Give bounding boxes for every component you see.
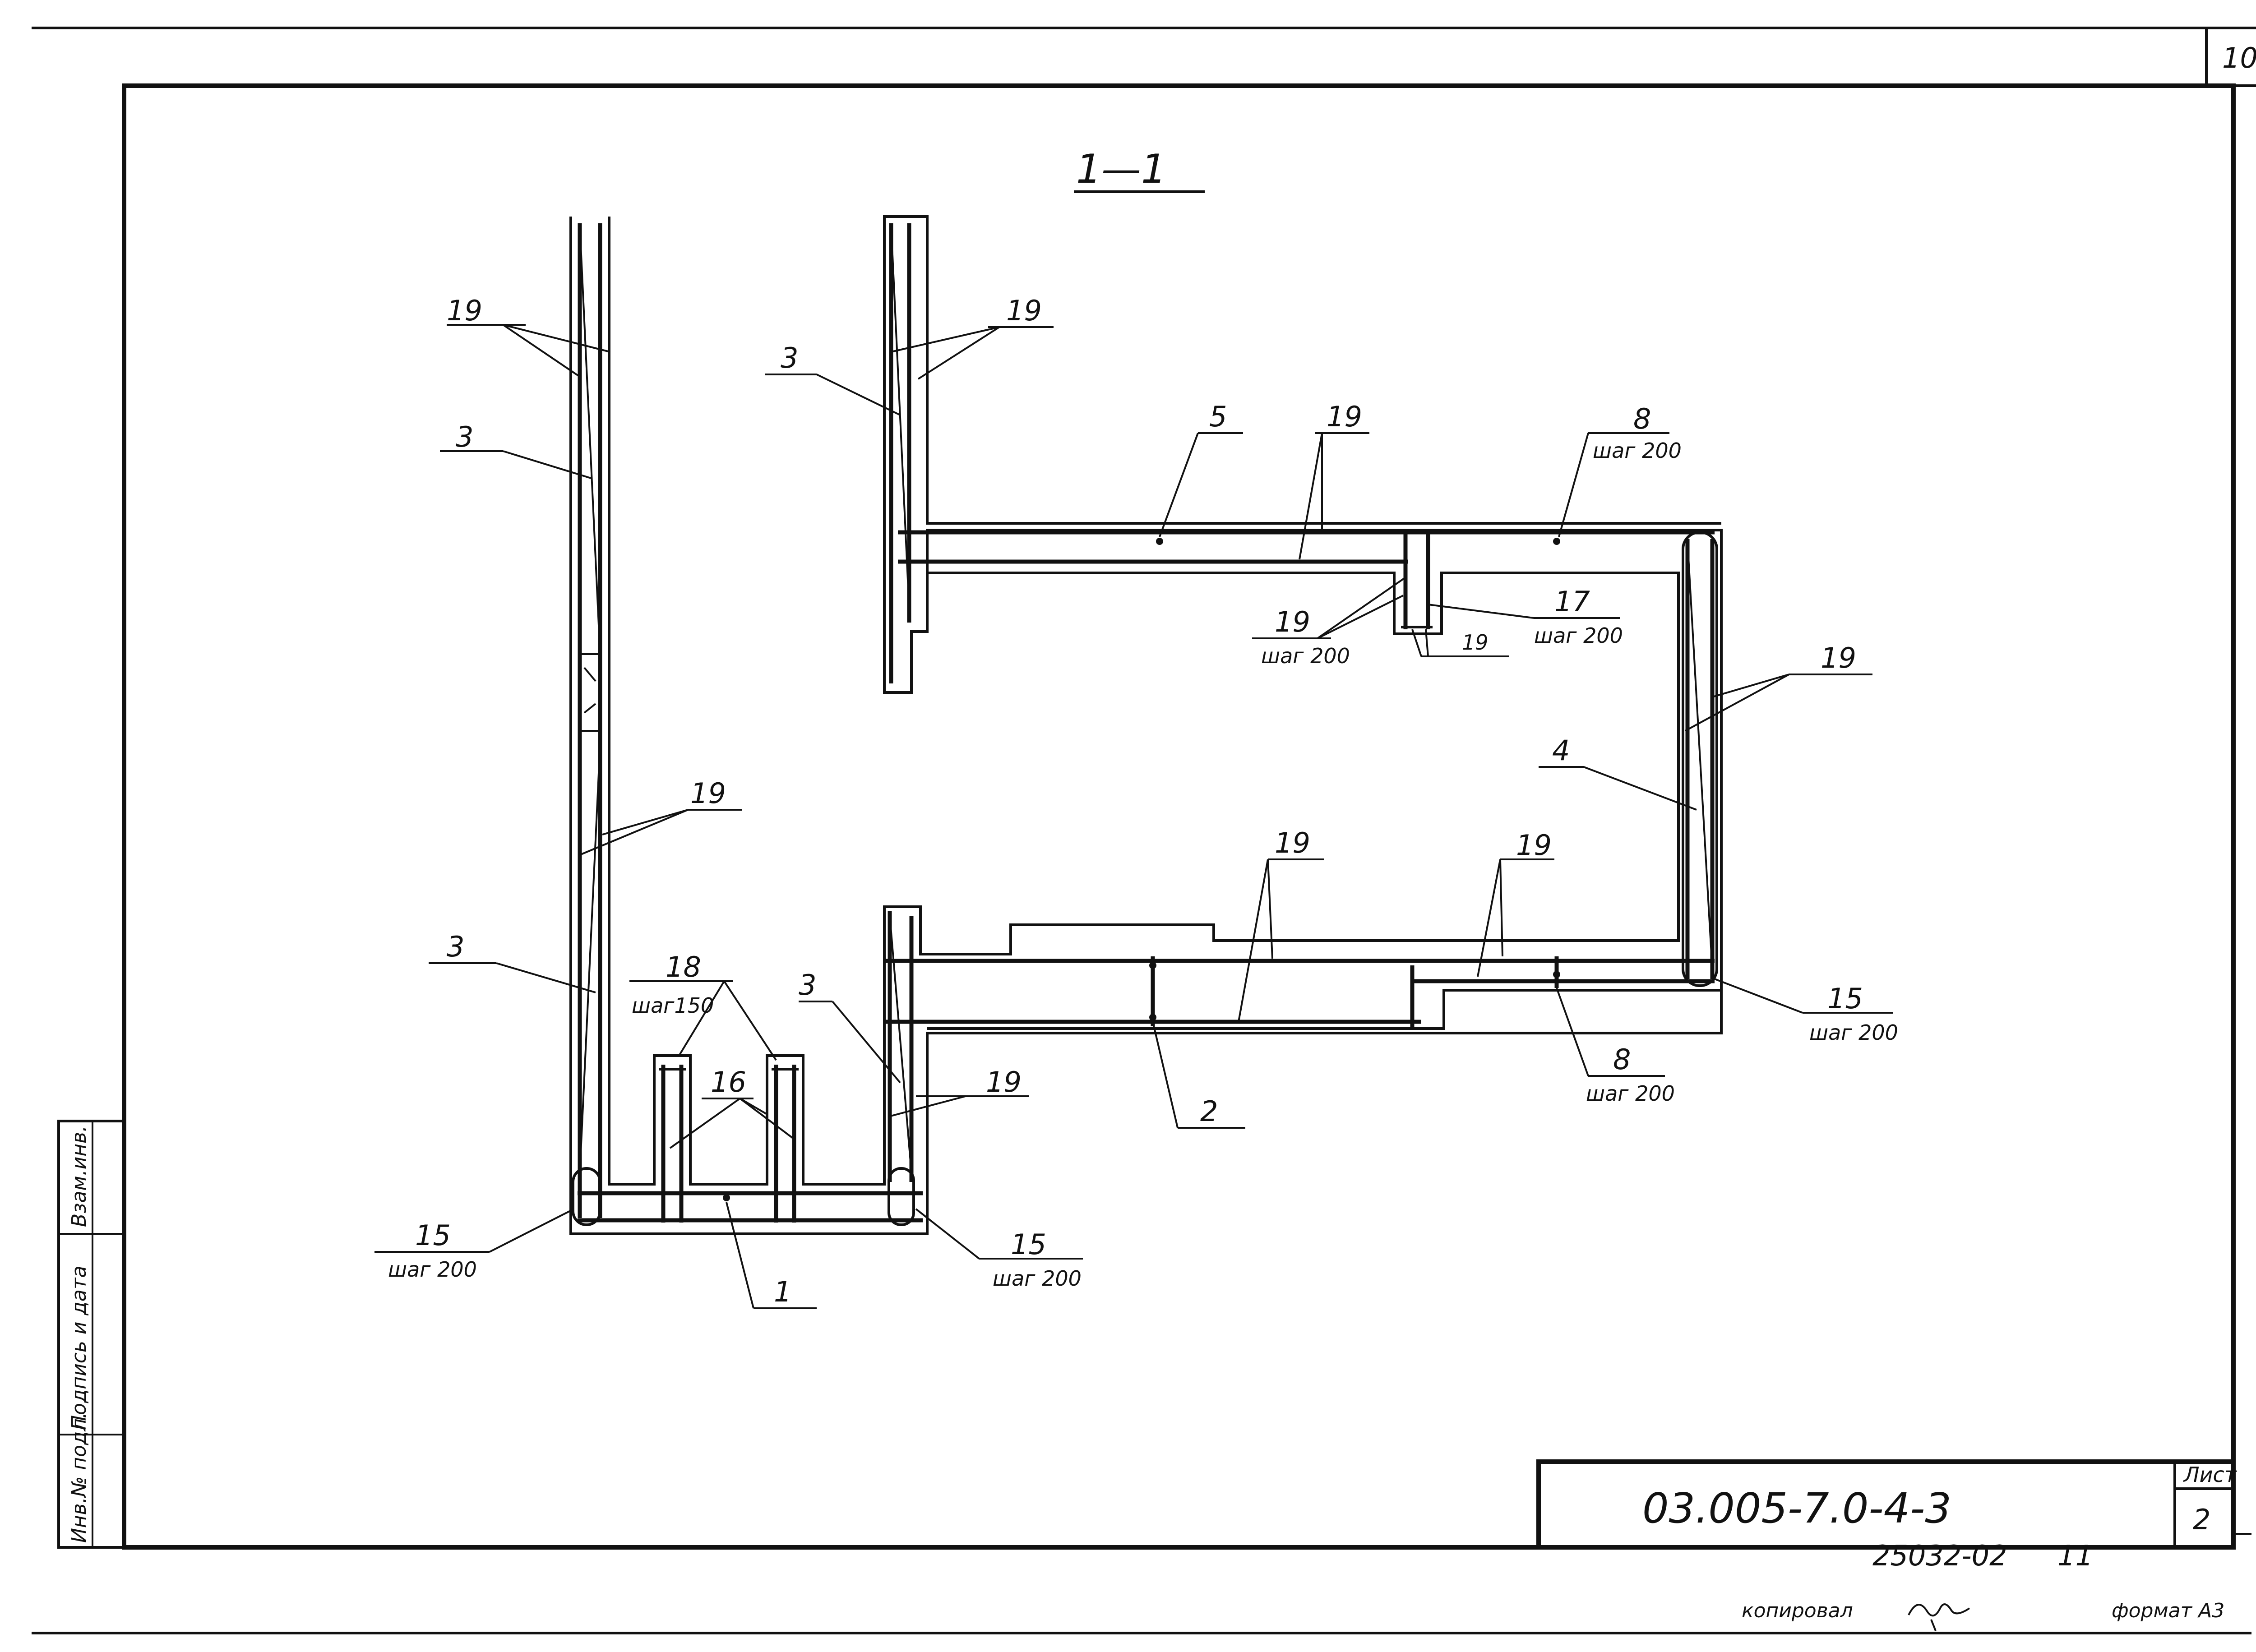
stamp-sign-date: Подпись и дата <box>68 1266 91 1430</box>
callout-19-bot-beam-b: 19 <box>1516 829 1552 862</box>
callout-19-right: 19 <box>1821 641 1856 674</box>
callout-19-pocket-step: шаг 200 <box>1261 644 1350 668</box>
callout-8-bot: 8 <box>1613 1043 1631 1076</box>
callout-15-mid-step: шаг 200 <box>993 1266 1082 1291</box>
callout-17: 17 <box>1554 585 1590 618</box>
callout-18: 18 <box>666 951 701 983</box>
concrete-outline <box>569 215 1723 1235</box>
callout-15-right: 15 <box>1827 982 1863 1015</box>
section-title: 1—1 <box>1076 146 1166 192</box>
sheet-number: 2 <box>2193 1503 2210 1536</box>
callout-15-left: 15 <box>415 1219 451 1252</box>
callout-19-left-mid: 19 <box>690 777 726 810</box>
callout-16: 16 <box>711 1066 746 1098</box>
rebar-mid-loop <box>888 1167 915 1226</box>
rebar-left-loop <box>572 1167 601 1226</box>
callout-15-right-step: шаг 200 <box>1809 1020 1898 1045</box>
designation: 03.005-7.0-4-3 <box>1642 1484 1951 1532</box>
callout-3-bot-left: 3 <box>447 930 464 963</box>
callout-19-pocket-b: 19 <box>1462 630 1489 655</box>
title-block <box>1536 1459 2236 1550</box>
callout-5: 5 <box>1209 400 1227 433</box>
callout-15-left-step: шаг 200 <box>388 1257 477 1282</box>
callout-19-bot-mid: 19 <box>986 1066 1022 1098</box>
leader-lines <box>374 324 1893 1309</box>
drawing-frame <box>32 27 2256 1634</box>
sheet-label: Лист <box>2183 1463 2237 1487</box>
archive-suffix: 11 <box>2057 1539 2093 1572</box>
page-number: 10 <box>2222 42 2256 74</box>
archive-code: 25032-02 <box>1872 1539 2007 1572</box>
side-stamp: Взам.инв. Подпись и дата Инв.№ подл. <box>57 1120 125 1549</box>
callout-3-top-mid: 3 <box>781 341 798 374</box>
callout-3-top-left: 3 <box>456 420 473 453</box>
callout-8-top: 8 <box>1633 402 1651 435</box>
format-label: формат А3 <box>2112 1599 2224 1622</box>
stamp-replace-inv: Взам.инв. <box>68 1126 91 1227</box>
callout-19-top-beam: 19 <box>1327 400 1362 433</box>
callout-8-bot-step: шаг 200 <box>1586 1081 1675 1106</box>
rebar-right-loop <box>1682 531 1718 987</box>
copied-label: копировал <box>1742 1599 1853 1622</box>
callout-19-top-mid: 19 <box>1006 294 1042 327</box>
callout-19-top-left: 19 <box>447 294 482 327</box>
callout-2: 2 <box>1200 1095 1218 1128</box>
callout-15-mid: 15 <box>1011 1228 1046 1261</box>
callout-19-bot-beam-a: 19 <box>1275 826 1310 859</box>
callout-3-bot-mid: 3 <box>799 969 816 1001</box>
stamp-inv-no: Инв.№ подл. <box>68 1412 91 1543</box>
callout-18-step: шаг150 <box>632 993 714 1018</box>
callout-4: 4 <box>1552 734 1570 767</box>
callout-1: 1 <box>774 1275 791 1308</box>
callout-19-pocket: 19 <box>1275 605 1310 638</box>
copier-signature <box>1908 1603 1970 1631</box>
callout-8-top-step: шаг 200 <box>1593 438 1682 463</box>
callout-17-step: шаг 200 <box>1534 623 1623 648</box>
